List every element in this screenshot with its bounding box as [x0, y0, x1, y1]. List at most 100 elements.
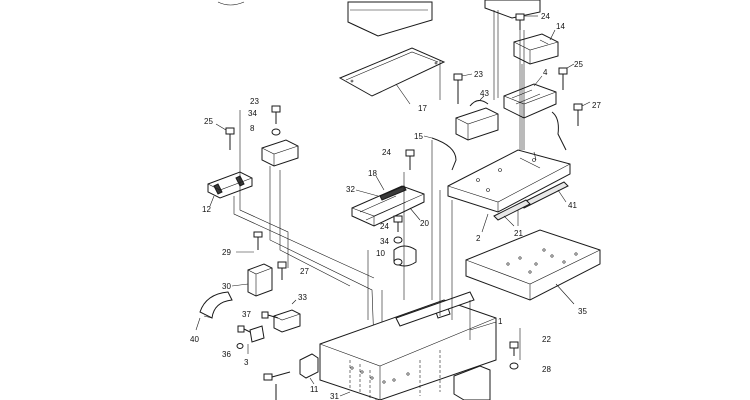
- plate-17: [338, 47, 446, 97]
- screw-27-left: [277, 261, 287, 280]
- part-43-connector: [455, 100, 499, 141]
- part-30-bracket: [247, 263, 273, 297]
- washer-34-left: [271, 128, 281, 136]
- cable-15: [431, 137, 457, 171]
- callout-25-right: 25: [574, 60, 583, 69]
- callout-8: 8: [250, 124, 255, 133]
- callout-10: 10: [376, 249, 385, 258]
- part-11-clip: [299, 353, 319, 379]
- part-33-clip: [273, 309, 301, 333]
- part-8-clamp: [261, 139, 299, 167]
- part-18-bracket: [351, 185, 425, 227]
- callout-12: 12: [202, 205, 211, 214]
- leader-23-center: [461, 73, 473, 77]
- callout-36: 36: [222, 350, 231, 359]
- harness-right: [551, 111, 567, 151]
- plate-35: [465, 229, 601, 301]
- leader-12: [209, 195, 215, 207]
- callout-24-lower: 24: [380, 222, 389, 231]
- leader-31: [339, 391, 351, 397]
- leader-11: [309, 377, 315, 385]
- callout-15: 15: [414, 132, 423, 141]
- leader-30: [231, 283, 249, 287]
- callout-24-top: 24: [541, 12, 550, 21]
- leader-14: [549, 29, 556, 41]
- callout-3: 3: [244, 358, 249, 367]
- screw-24-center: [405, 149, 415, 170]
- callout-43: 43: [480, 89, 489, 98]
- leader-4: [533, 75, 543, 87]
- leader-43: [479, 95, 485, 101]
- leader-27-right: [581, 101, 591, 107]
- screw-25-right: [558, 67, 568, 90]
- top-cover-right: [484, 0, 541, 19]
- leader-41: [557, 189, 567, 203]
- leader-32: [355, 189, 379, 197]
- screw-25-left: [225, 127, 235, 150]
- screw-37: [261, 311, 279, 319]
- screw-23-left: [271, 105, 281, 124]
- top-cover-left: [347, 1, 433, 37]
- leader-21: [503, 210, 519, 227]
- callout-40: 40: [190, 335, 199, 344]
- screw-23-center: [453, 73, 463, 104]
- washer-36: [236, 343, 244, 349]
- callout-34-center: 34: [380, 237, 389, 246]
- screw-24-lower: [393, 215, 403, 232]
- part-14-block: [513, 33, 559, 65]
- part-40-strap: [199, 291, 233, 319]
- leader-15: [423, 135, 433, 139]
- callout-32: 32: [346, 185, 355, 194]
- leader-2: [481, 213, 489, 233]
- callout-37: 37: [242, 310, 251, 319]
- callout-14: 14: [556, 22, 565, 31]
- guide-lines-left: [233, 110, 383, 400]
- callout-18: 18: [368, 169, 377, 178]
- part-3-screw: [237, 325, 265, 343]
- leader-35: [555, 283, 575, 305]
- leader-33: [291, 299, 297, 305]
- callout-1: 1: [498, 317, 503, 326]
- callout-24-center: 24: [382, 148, 391, 157]
- callout-27-left: 27: [300, 267, 309, 276]
- callout-31: 31: [330, 392, 339, 400]
- top-cover-fragment: [217, 1, 245, 6]
- callout-20: 20: [420, 219, 429, 228]
- part-12-terminal: [207, 171, 253, 199]
- screw-29: [253, 231, 263, 250]
- callout-34-left: 34: [248, 109, 257, 118]
- callout-29: 29: [222, 248, 231, 257]
- callout-22: 22: [542, 335, 551, 344]
- callout-30: 30: [222, 282, 231, 291]
- callout-4: 4: [543, 68, 548, 77]
- screw-24-top: [515, 13, 525, 30]
- screw-27-right: [573, 103, 583, 126]
- leader-18: [375, 175, 385, 191]
- callout-17: 17: [418, 104, 427, 113]
- screw-bottom-left: [263, 371, 291, 400]
- washer-28: [509, 362, 519, 370]
- leader-1: [469, 321, 497, 331]
- leader-25-left: [215, 123, 227, 131]
- guide-lines-upper: [439, 10, 525, 150]
- screw-22: [509, 341, 519, 356]
- rail-41: [493, 181, 569, 221]
- callout-35: 35: [578, 307, 587, 316]
- callout-41: 41: [568, 201, 577, 210]
- callout-27-right: 27: [592, 101, 601, 110]
- callout-28: 28: [542, 365, 551, 374]
- callout-11: 11: [310, 385, 319, 394]
- plate-2: [447, 149, 571, 213]
- callout-23-left: 23: [250, 97, 259, 106]
- callout-25-left: 25: [204, 117, 213, 126]
- callout-23-center: 23: [474, 70, 483, 79]
- part-4-bracket: [503, 83, 557, 119]
- part-10-bushing: [393, 245, 417, 267]
- washer-34: [393, 236, 403, 244]
- callout-21: 21: [514, 229, 523, 238]
- callout-2: 2: [476, 234, 481, 243]
- leader-40: [195, 317, 201, 331]
- leader-17: [395, 83, 411, 105]
- leader-25-right: [566, 63, 575, 69]
